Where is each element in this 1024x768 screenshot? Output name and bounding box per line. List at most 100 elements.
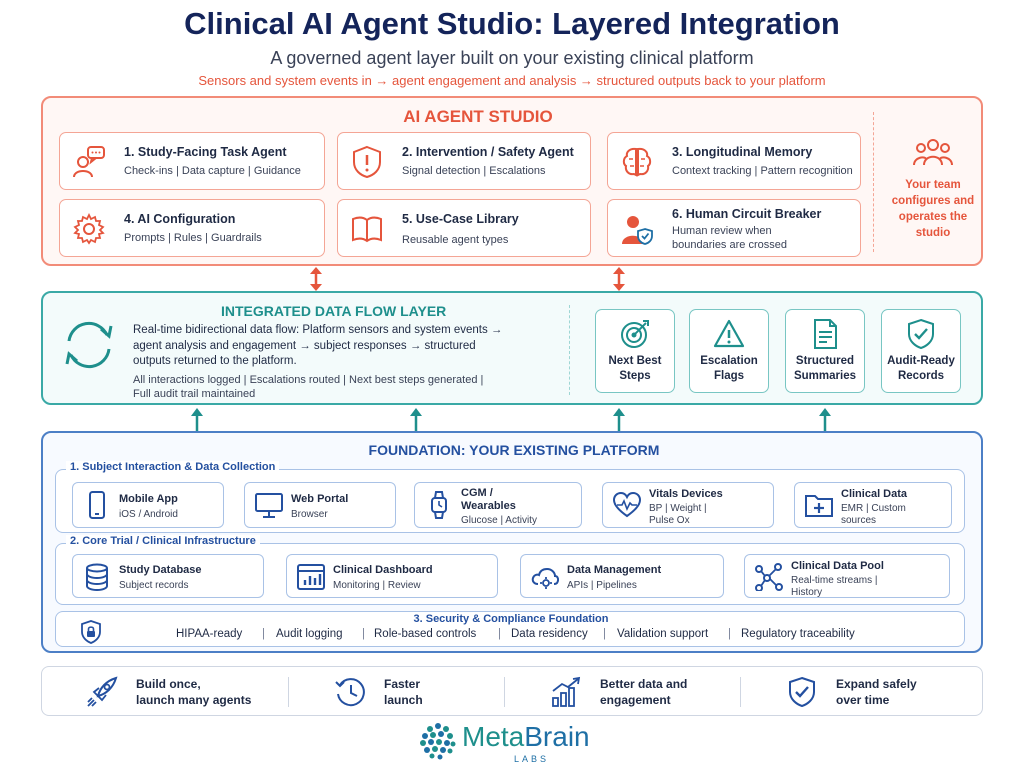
cloud-gear-icon [531,567,559,589]
platform-study-database[interactable]: Study Database Subject records [72,554,264,598]
ai-agent-studio-panel: AI AGENT STUDIO 1. Study-Facing Task Age… [41,96,983,266]
dataflow-title: INTEGRATED DATA FLOW LAYER [221,303,447,319]
gear-icon [73,212,105,245]
studio-card-memory[interactable]: 3. Longitudinal Memory Context tracking … [607,132,861,190]
phone-icon [89,491,105,519]
shield-check-icon [789,676,815,708]
shield-alert-icon [353,145,381,179]
platform-clinical-dashboard[interactable]: Clinical Dashboard Monitoring | Review [286,554,498,598]
platform-title: Web Portal [291,493,349,505]
card-title: 6. Human Circuit Breaker [672,207,822,221]
platform-title: Clinical Dashboard [333,564,433,576]
studio-card-safety-agent[interactable]: 2. Intervention / Safety Agent Signal de… [337,132,591,190]
chat-user-icon [73,146,105,178]
compliance-item: Regulatory traceability [741,628,855,640]
compliance-item: Data residency [511,628,588,640]
platform-subtitle: Subject records [119,580,189,591]
benefit-label: Better data and [600,677,688,691]
output-label: Next Best [608,355,662,367]
up-arrow [410,408,422,431]
team-line: configures and [891,195,975,207]
card-title: 1. Study-Facing Task Agent [124,145,287,159]
card-subtitle: Reusable agent types [402,234,509,246]
up-arrow [613,408,625,431]
shield-check-icon [908,318,934,350]
bidirectional-arrow [310,267,322,291]
compliance-item: Validation support [617,628,709,640]
platform-title: CGM / [461,487,493,499]
platform-clinical-data-pool[interactable]: Clinical Data Pool Real-time streams | H… [744,554,950,598]
integrated-data-flow-panel: INTEGRATED DATA FLOW LAYER Real-time bid… [41,291,983,405]
studio-card-task-agent[interactable]: 1. Study-Facing Task Agent Check-ins | D… [59,132,325,190]
database-icon [86,563,108,591]
output-label: Escalation [700,355,758,367]
platform-subtitle: APIs | Pipelines [567,580,637,591]
benefit-label: over time [836,693,890,707]
platform-subtitle-line2: Pulse Ox [649,515,690,526]
dataflow-line: outputs returned to the platform. [133,355,297,367]
sync-icon [65,321,113,369]
output-label: Flags [713,370,745,382]
card-subtitle: Human review when [672,225,772,237]
group-core-infrastructure: 2. Core Trial / Clinical Infrastructure … [55,535,965,605]
team-line: Your team [905,179,961,191]
up-arrow [819,408,831,431]
separator: | [362,628,365,640]
platform-subtitle: EMR | Custom [841,503,906,514]
flow-summary: Sensors and system events in → agent eng… [198,73,826,88]
benefit-better-data: Better data and engagement [550,667,730,717]
benefit-expand-safely: Expand safely over time [786,667,956,717]
platform-title: Data Management [567,564,662,576]
team-line: studio [915,227,951,239]
page-title: Clinical AI Agent Studio: Layered Integr… [184,6,840,41]
studio-card-human-circuit-breaker[interactable]: 6. Human Circuit Breaker Human review wh… [607,199,861,257]
group-security-compliance: 3. Security & Compliance Foundation HIPA… [55,611,965,647]
platform-subtitle-line2: History [791,587,823,598]
metabrain-labs-logo: MetaBrain LABS [418,719,618,765]
group-label: 1. Subject Interaction & Data Collection [66,461,280,473]
card-subtitle: Check-ins | Data capture | Guidance [124,165,301,177]
platform-mobile-app[interactable]: Mobile App iOS / Android [72,482,224,528]
person-shield-icon [622,216,653,245]
platform-vitals-devices[interactable]: Vitals Devices BP | Weight | Pulse Ox [602,482,774,528]
benefit-label: engagement [600,693,671,707]
platform-subtitle: BP | Weight | [649,503,707,514]
watch-icon [431,491,447,519]
separator: | [603,628,606,640]
platform-clinical-data[interactable]: Clinical Data EMR | Custom sources [794,482,952,528]
output-label: Summaries [793,370,856,382]
logo-subtitle: LABS [514,754,550,764]
dataflow-divider [569,305,570,395]
platform-title: Vitals Devices [649,488,723,500]
benefit-separator [740,677,741,707]
output-label: Steps [619,370,651,382]
platform-subtitle: Real-time streams | [791,575,878,586]
dashboard-icon [297,564,325,590]
platform-web-portal[interactable]: Web Portal Browser [244,482,396,528]
warning-icon [713,319,745,348]
card-subtitle-line2: boundaries are crossed [672,239,787,251]
dataflow-line: agent analysis and engagement → subject … [133,339,476,352]
studio-card-ai-configuration[interactable]: 4. AI Configuration Prompts | Rules | Gu… [59,199,325,257]
bidirectional-arrow [613,267,625,291]
benefit-build-once: Build once, launch many agents [86,667,286,717]
benefit-label: Expand safely [836,677,917,691]
medical-folder-icon [805,495,833,517]
foundation-title: FOUNDATION: YOUR EXISTING PLATFORM [368,442,660,458]
output-label: Records [897,370,945,382]
studio-card-use-case-library[interactable]: 5. Use-Case Library Reusable agent types [337,199,591,257]
benefit-label: launch [384,693,423,707]
card-title: 4. AI Configuration [124,212,236,226]
platform-title: Clinical Data Pool [791,560,884,572]
benefit-label: Build once, [136,677,201,691]
studio-divider [873,112,874,252]
platform-data-management[interactable]: Data Management APIs | Pipelines [520,554,724,598]
platform-cgm-wearables[interactable]: CGM / Wearables Glucose | Activity [414,482,582,528]
dataflow-note-line: Full audit trail maintained [133,388,256,400]
benefit-label: launch many agents [136,693,252,707]
